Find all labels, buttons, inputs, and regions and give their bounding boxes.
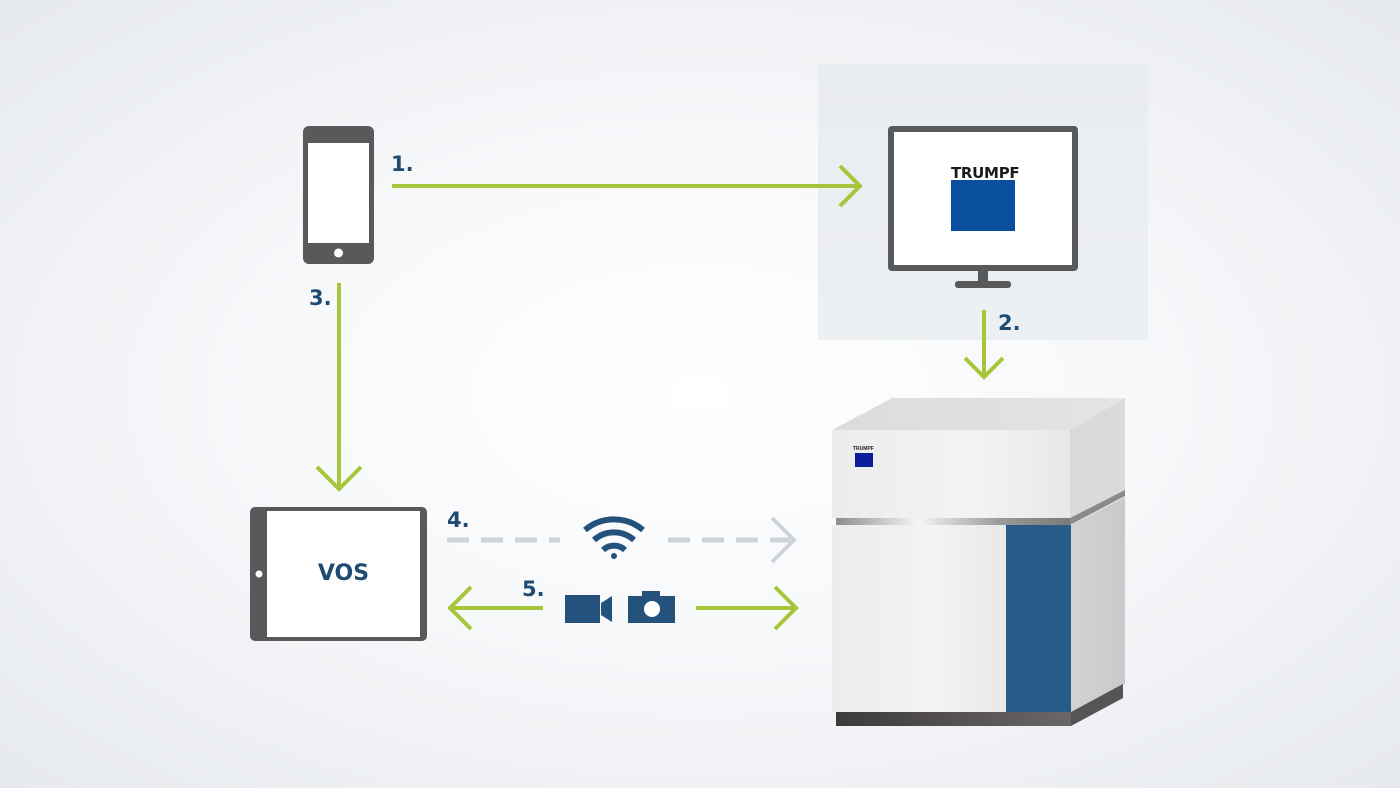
arrow-step-2 [963,310,1005,380]
machine-trumpf-logo-text: TRUMPF [853,446,874,452]
tablet-vos-text: VOS [317,561,370,586]
monitor-trumpf-logo-text: TRUMPF [951,164,1020,182]
arrow-step-3 [315,283,363,492]
machine-trumpf-logo [855,453,873,467]
step-4-label: 4. [447,508,470,532]
step-3-label: 3. [309,286,332,310]
trumpf-logo-square [951,180,1015,231]
photo-camera-icon [628,591,675,623]
machine-blue-panel [1006,525,1071,712]
step-2-label: 2. [998,311,1021,335]
computer-monitor-icon [888,126,1078,288]
video-camera-icon [565,595,612,623]
arrow-step-5 [447,585,799,631]
step-5-label: 5. [522,577,545,601]
step-1-label: 1. [391,152,414,176]
tablet-icon [250,507,427,641]
arrow-step-4 [447,516,797,564]
arrow-step-1 [392,164,863,208]
wifi-icon [583,516,645,559]
smartphone-icon [303,126,374,264]
machine-illustration [832,398,1125,726]
